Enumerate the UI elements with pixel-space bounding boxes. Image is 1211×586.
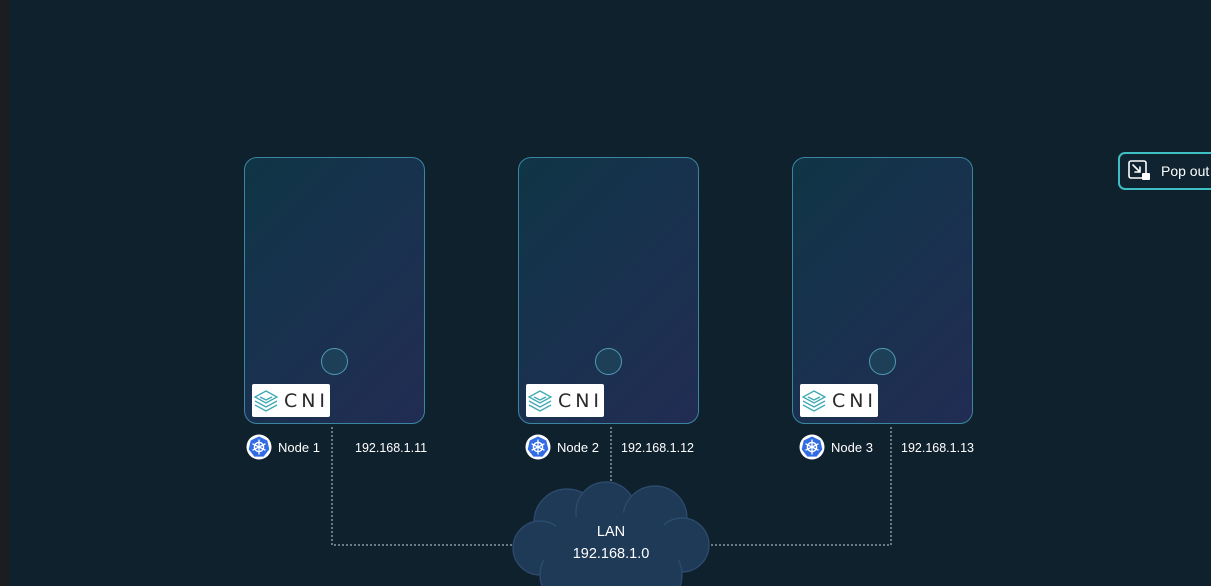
- cni-logo-icon: [527, 389, 553, 412]
- kubernetes-icon: [799, 434, 825, 460]
- pop-out-icon: [1128, 160, 1150, 180]
- lan-subnet: 192.168.1.0: [572, 546, 650, 562]
- node-name: Node 1: [278, 439, 320, 455]
- node-ip-3: 192.168.1.13: [901, 441, 974, 455]
- cni-badge: CNI: [252, 384, 330, 417]
- kubernetes-icon: [525, 434, 551, 460]
- pop-out-label: Pop out: [1161, 163, 1210, 179]
- connection-lines: [331, 427, 892, 546]
- lan-cloud: [512, 481, 710, 586]
- cni-badge: CNI: [800, 384, 878, 417]
- node-ip-2: 192.168.1.12: [621, 441, 694, 455]
- cni-label: CNI: [557, 389, 604, 412]
- node1-link: [331, 427, 522, 546]
- cni-badge: CNI: [526, 384, 604, 417]
- pod-circle: [869, 348, 896, 375]
- pod-circle: [595, 348, 622, 375]
- node-name: Node 3: [831, 439, 873, 455]
- cni-logo-icon: [253, 389, 279, 412]
- pod-circle: [321, 348, 348, 375]
- node-label-3: Node 3: [799, 434, 873, 460]
- cni-label: CNI: [831, 389, 878, 412]
- kubernetes-icon: [246, 434, 272, 460]
- node-card-2: CNI: [518, 157, 699, 424]
- cni-label: CNI: [283, 389, 330, 412]
- lan-name: LAN: [596, 524, 626, 540]
- lan-label: LAN 192.168.1.0: [561, 521, 661, 565]
- node-card-1: CNI: [244, 157, 425, 424]
- cni-logo-icon: [801, 389, 827, 412]
- node-name: Node 2: [557, 439, 599, 455]
- window-edge: [0, 0, 9, 586]
- node-label-2: Node 2: [525, 434, 599, 460]
- node-ip-1: 192.168.1.11: [355, 441, 428, 455]
- node3-link: [702, 427, 892, 546]
- pop-out-button[interactable]: Pop out: [1118, 152, 1211, 190]
- node-label-1: Node 1: [246, 434, 320, 460]
- node-card-3: CNI: [792, 157, 973, 424]
